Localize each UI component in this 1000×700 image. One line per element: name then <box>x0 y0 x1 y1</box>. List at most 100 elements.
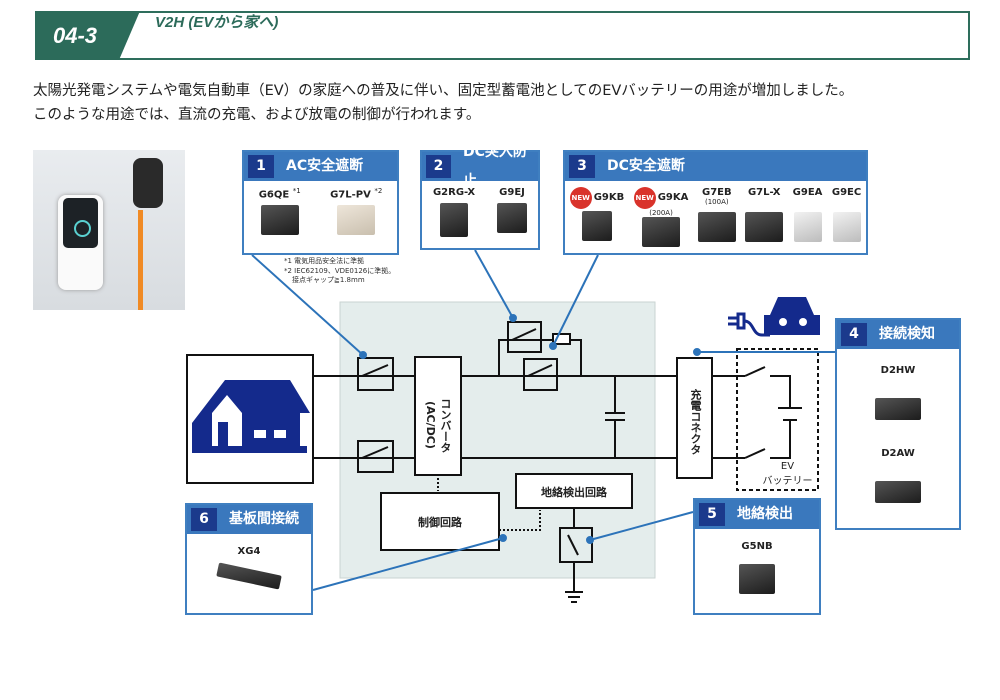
ground-fault-relay <box>559 527 593 563</box>
text-label: (200A) <box>649 209 673 217</box>
product-g9ej[interactable]: G9EJ <box>497 187 528 237</box>
decoration <box>728 312 770 337</box>
text-label: 4 <box>841 323 867 346</box>
house-box <box>186 354 314 484</box>
product-g5nb[interactable]: G5NB <box>695 541 819 594</box>
section-number: 04-3 <box>35 11 140 60</box>
ac-relay-bottom <box>357 440 394 473</box>
new-badge: NEW <box>569 187 592 209</box>
decoration <box>192 380 310 446</box>
product-xg4[interactable]: XG4 <box>187 546 311 590</box>
v2h-charger-photo <box>33 150 185 310</box>
section-title: V2H (EVから家へ) <box>155 14 279 31</box>
decoration <box>254 430 266 438</box>
ac-relay-top <box>357 357 394 391</box>
product-g6qe[interactable]: G6QE *1 <box>258 187 301 236</box>
decoration <box>497 203 528 233</box>
decoration <box>527 364 553 377</box>
text-label: D2AW <box>881 448 915 459</box>
decoration <box>361 364 389 377</box>
decoration <box>779 318 787 326</box>
text-label: 地絡検出 <box>737 506 793 522</box>
text-label: *2 <box>374 187 383 195</box>
decoration <box>509 314 517 322</box>
decoration <box>499 510 541 531</box>
text-label: EV <box>780 461 795 472</box>
text-label: G7EB <box>701 187 732 198</box>
text-label: XG4 <box>237 546 261 557</box>
text-label: DC安全遮断 <box>607 158 685 174</box>
decoration <box>693 348 701 356</box>
converter-label: コンバータ (AC/DC) <box>424 397 452 453</box>
decoration <box>642 217 681 247</box>
decoration <box>216 562 282 590</box>
decoration: G6QE *1 G7L-PV *2 <box>244 181 397 236</box>
panel-title: AC安全遮断 <box>286 158 364 174</box>
callout-lines <box>251 249 835 591</box>
text-label: (100A) <box>704 198 729 206</box>
control-circuit-box <box>380 492 500 551</box>
text-label: G7L-X <box>747 187 781 198</box>
text-label: G7L-PV <box>330 189 371 201</box>
text-label: G5NB <box>741 541 773 552</box>
decoration <box>361 446 389 459</box>
product-g7l-pv[interactable]: G7L-PV *2 <box>330 187 382 236</box>
decoration <box>274 430 286 438</box>
product-g2rg-x[interactable]: G2RG-X <box>433 187 475 237</box>
panel-number: 1 <box>248 155 274 178</box>
text-label: G6QE <box>258 189 290 201</box>
decoration <box>218 422 228 446</box>
decoration <box>770 420 791 459</box>
ground-fault-circuit-box <box>515 473 633 509</box>
text-label: G9KB <box>593 192 625 203</box>
text-label: *2 IEC62109、VDE0126に準拠。 <box>284 266 396 275</box>
text-label: DC突入防止 <box>463 143 527 189</box>
decoration <box>764 297 820 335</box>
decoration <box>218 422 286 446</box>
charge-connector-box <box>676 357 713 479</box>
text-label: 基板間接続 <box>229 511 299 527</box>
product-g7eb[interactable]: G7EB(100A) <box>697 187 736 247</box>
product-g9ea[interactable]: G9EA <box>793 187 822 247</box>
product-g7l-x[interactable]: G7L-X <box>745 187 784 247</box>
product-d2aw[interactable]: D2AW <box>837 448 959 503</box>
text-label: 接続検知 <box>879 326 935 342</box>
charge-connector-label: 充電コネクタ <box>689 389 702 455</box>
decoration <box>744 448 766 459</box>
decoration <box>770 375 791 408</box>
decoration <box>440 203 469 237</box>
decoration <box>359 351 367 359</box>
decoration <box>744 366 766 377</box>
decoration <box>793 212 822 242</box>
control-circuit-label: 制御回路 <box>418 516 462 529</box>
decoration <box>567 534 579 556</box>
text-label: *1 <box>292 187 301 195</box>
text-label: 3 <box>569 155 595 178</box>
house-icon <box>192 380 310 453</box>
decoration: G2RG-X G9EJ <box>422 181 538 237</box>
decoration <box>552 254 599 347</box>
decoration <box>260 205 299 236</box>
product-d2hw[interactable]: D2HW <box>837 365 959 420</box>
text-label: NEW <box>633 187 656 209</box>
converter-box <box>414 356 462 476</box>
product-g9ec[interactable]: G9EC <box>832 187 861 247</box>
decoration <box>697 212 736 242</box>
text-label: G2RG-X <box>432 187 476 198</box>
decoration <box>745 212 784 242</box>
decoration: 3 DC安全遮断 <box>565 152 866 181</box>
decoration <box>589 511 694 541</box>
decoration <box>138 210 143 310</box>
decoration: G7L-PV *2 <box>330 187 382 200</box>
ev-car-icon <box>728 297 820 337</box>
section-header <box>35 11 970 60</box>
decoration <box>499 534 507 542</box>
text-label: *1 電気用品安全法に準拠 <box>284 257 365 265</box>
